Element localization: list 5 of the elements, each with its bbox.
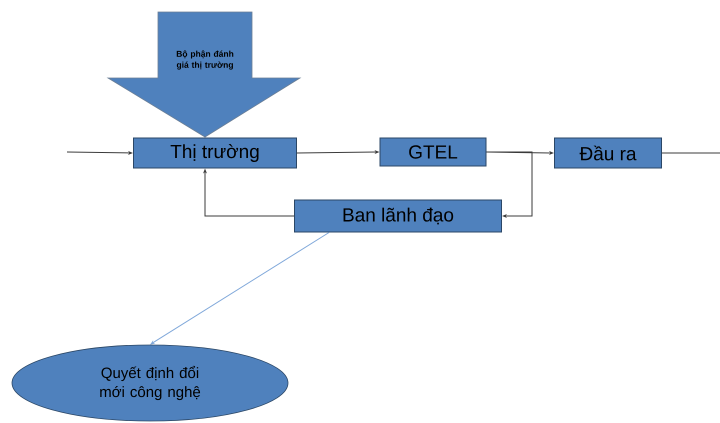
arrow [486,152,532,218]
process-box: GTEL [380,138,486,166]
process-box: Thị trường [133,138,297,168]
process-box: Ban lãnh đạo [294,200,502,232]
process-box: Đầu ra [554,138,662,168]
